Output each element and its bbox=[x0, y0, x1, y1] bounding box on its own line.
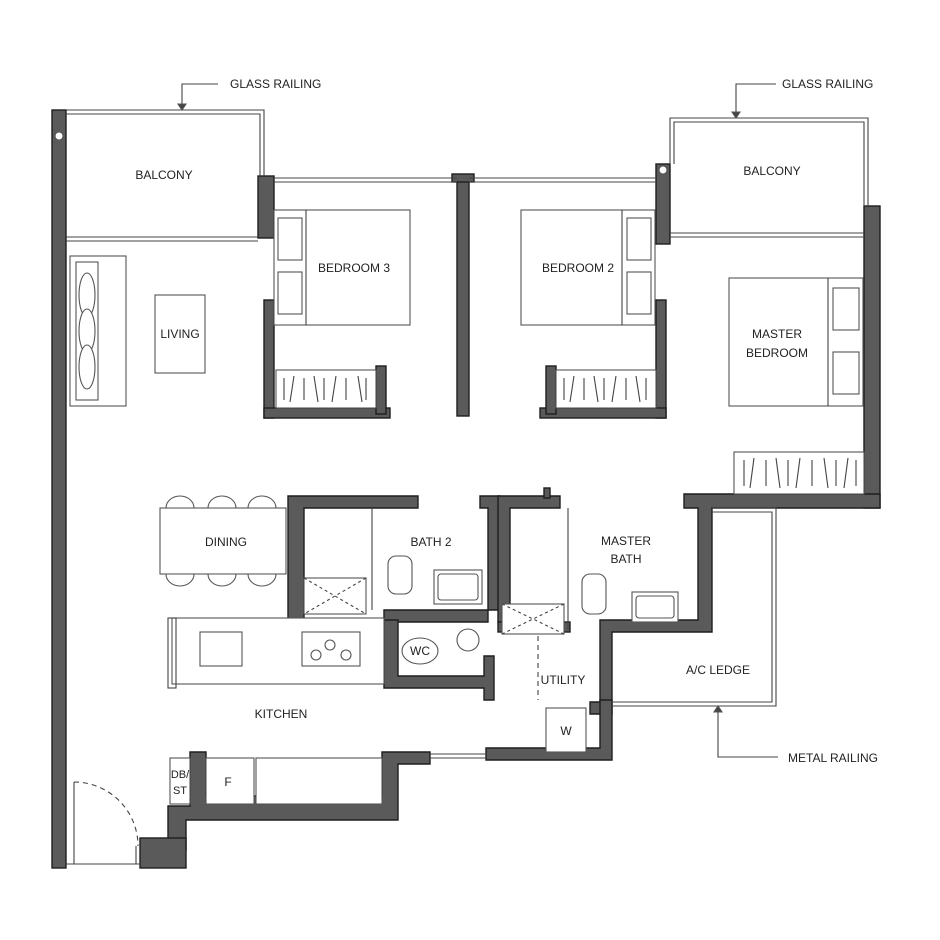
label-master-bath-1: MASTER bbox=[601, 534, 651, 548]
label-db-st-1: DB/ bbox=[171, 769, 190, 781]
label-kitchen: KITCHEN bbox=[255, 707, 308, 721]
annotation-metal-railing: METAL RAILING bbox=[788, 751, 878, 765]
wc-wall bbox=[383, 619, 495, 701]
labels: GLASS RAILING GLASS RAILING METAL RAILIN… bbox=[135, 77, 878, 797]
ac-ledge-railing bbox=[612, 507, 777, 707]
left-exterior-wall bbox=[51, 109, 67, 869]
bedroom2-right-wall bbox=[655, 163, 671, 245]
label-bedroom-2: BEDROOM 2 bbox=[542, 261, 614, 275]
column-marker-right bbox=[658, 165, 668, 175]
outlines bbox=[66, 109, 869, 865]
left-balcony-railing bbox=[66, 109, 265, 176]
label-ac-ledge: A/C LEDGE bbox=[686, 663, 750, 677]
wc-toilet bbox=[401, 637, 439, 665]
column-marker-left bbox=[54, 131, 64, 141]
bath2-shower bbox=[303, 577, 367, 615]
entrance-door-swing bbox=[73, 781, 139, 847]
living-table bbox=[154, 294, 206, 374]
bedroom2-wardrobe-wall bbox=[545, 365, 557, 415]
label-fridge: F bbox=[224, 775, 231, 789]
label-db-st-2: ST bbox=[173, 785, 187, 797]
label-balcony-left: BALCONY bbox=[135, 168, 192, 182]
bedroom3-bottom-wall bbox=[263, 407, 391, 419]
bedroom3-wardrobe bbox=[275, 369, 377, 409]
master-bath-toilet bbox=[581, 573, 607, 615]
washer bbox=[545, 707, 587, 753]
label-balcony-right: BALCONY bbox=[743, 164, 800, 178]
label-bedroom-3: BEDROOM 3 bbox=[318, 261, 390, 275]
kitchen-sink bbox=[199, 631, 243, 667]
master-wardrobe bbox=[733, 451, 865, 495]
furniture bbox=[69, 209, 865, 864]
label-master-bedroom-2: BEDROOM bbox=[746, 346, 808, 360]
bath2-toilet bbox=[387, 555, 413, 595]
label-master-bedroom-1: MASTER bbox=[752, 327, 802, 341]
master-bath-wall bbox=[497, 495, 561, 623]
entrance-wall bbox=[139, 837, 187, 869]
label-wc: WC bbox=[410, 644, 430, 658]
dining-table bbox=[159, 507, 287, 575]
pointers bbox=[176, 83, 778, 758]
bedroom3-left-wall-lower bbox=[263, 299, 275, 419]
bedroom3-left-wall bbox=[257, 175, 275, 239]
wc-basin bbox=[456, 628, 480, 652]
bedroom3-wardrobe-wall bbox=[375, 365, 387, 415]
label-bath-2: BATH 2 bbox=[410, 535, 451, 549]
label-washer: W bbox=[560, 724, 572, 738]
db-st-cabinet bbox=[169, 757, 191, 805]
annotation-glass-railing-right: GLASS RAILING bbox=[782, 77, 873, 91]
bedroom2-wardrobe bbox=[555, 369, 657, 409]
label-dining: DINING bbox=[205, 535, 247, 549]
bedroom-partition-wall bbox=[456, 175, 470, 417]
right-exterior-wall bbox=[863, 205, 881, 509]
label-living: LIVING bbox=[160, 327, 199, 341]
right-balcony-railing bbox=[669, 117, 869, 206]
metal-railing-pointer bbox=[717, 710, 778, 758]
left-railing-pointer bbox=[181, 83, 218, 106]
fridge bbox=[205, 757, 255, 805]
bedroom2-right-wall-lower bbox=[655, 299, 667, 419]
master-bath-cap bbox=[543, 487, 551, 499]
label-utility: UTILITY bbox=[541, 673, 586, 687]
right-railing-pointer bbox=[735, 83, 776, 114]
ac-ledge-step-wall bbox=[589, 493, 881, 715]
bath2-wall bbox=[287, 495, 501, 623]
annotation-glass-railing-left: GLASS RAILING bbox=[230, 77, 321, 91]
label-master-bath-2: BATH bbox=[610, 552, 641, 566]
master-bath-shower bbox=[501, 603, 565, 635]
bedroom2-bottom-wall bbox=[539, 407, 667, 419]
